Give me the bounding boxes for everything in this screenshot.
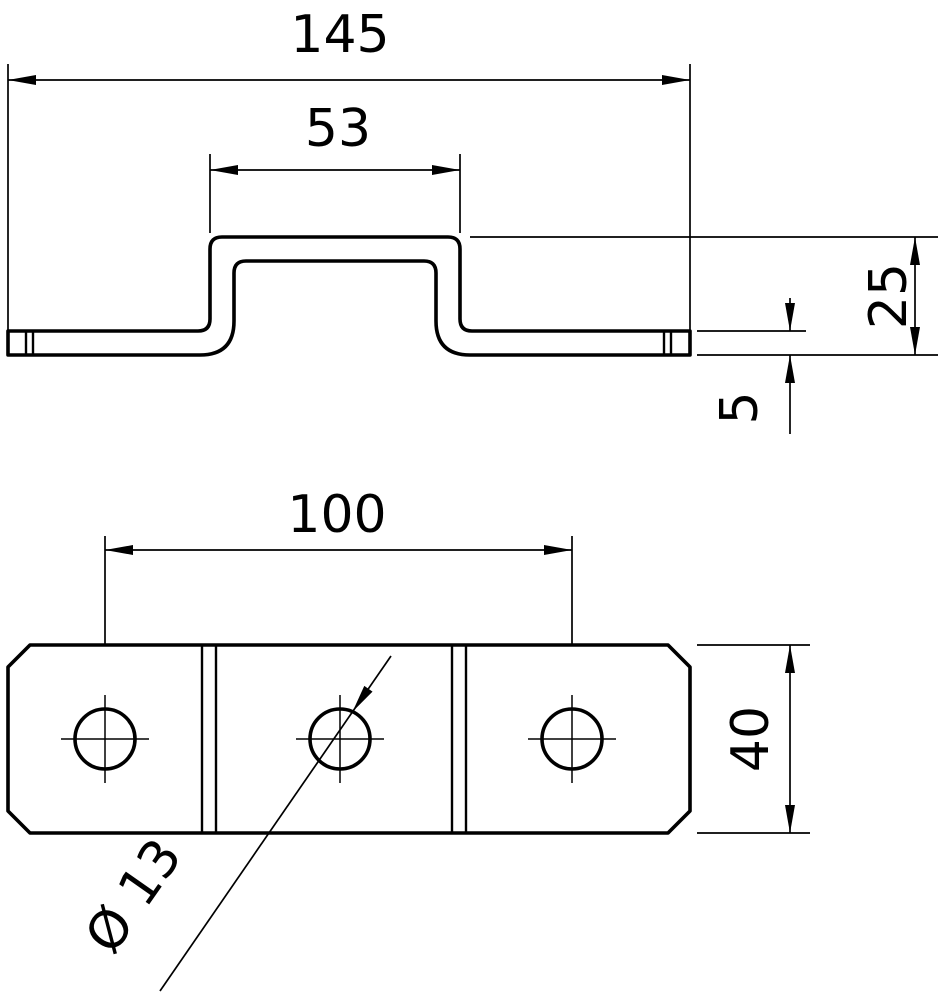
hole-center bbox=[296, 695, 384, 783]
dim-label-plate-depth: 40 bbox=[721, 706, 781, 772]
side-view bbox=[6, 235, 692, 357]
dim-label-thickness: 5 bbox=[710, 391, 770, 424]
arrowhead bbox=[910, 237, 920, 265]
arrowhead bbox=[432, 165, 460, 175]
dim-label-hole-spacing: 100 bbox=[287, 485, 386, 545]
dim-label-total-width: 145 bbox=[290, 5, 389, 65]
arrowhead bbox=[785, 303, 795, 331]
dim-label-hat-width: 53 bbox=[305, 99, 371, 159]
plate-outline bbox=[6, 643, 692, 835]
hole-right bbox=[528, 695, 616, 783]
arrowhead bbox=[210, 165, 238, 175]
hole-left bbox=[61, 695, 149, 783]
dimension-total-width: 145 bbox=[7, 5, 691, 330]
dimension-plate-depth: 40 bbox=[697, 644, 810, 834]
dimension-thickness: 5 bbox=[697, 298, 806, 434]
dimension-hat-height: 25 bbox=[470, 236, 938, 356]
arrowhead bbox=[785, 355, 795, 383]
arrowhead bbox=[785, 805, 795, 833]
arrowhead bbox=[8, 75, 36, 85]
dimension-hat-width: 53 bbox=[209, 99, 461, 233]
dimension-hole-diameter: Ø 13 bbox=[74, 655, 392, 992]
arrowhead bbox=[910, 327, 920, 355]
arrowhead bbox=[544, 545, 572, 555]
dim-label-hat-height: 25 bbox=[859, 263, 919, 329]
leader-line bbox=[159, 655, 392, 992]
dim-label-hole-diameter: Ø 13 bbox=[74, 828, 194, 964]
omega-profile-outline bbox=[6, 235, 692, 357]
arrowhead bbox=[105, 545, 133, 555]
arrowhead bbox=[785, 645, 795, 673]
dimension-hole-spacing: 100 bbox=[104, 485, 573, 644]
plan-view bbox=[6, 643, 692, 835]
arrowhead bbox=[662, 75, 690, 85]
